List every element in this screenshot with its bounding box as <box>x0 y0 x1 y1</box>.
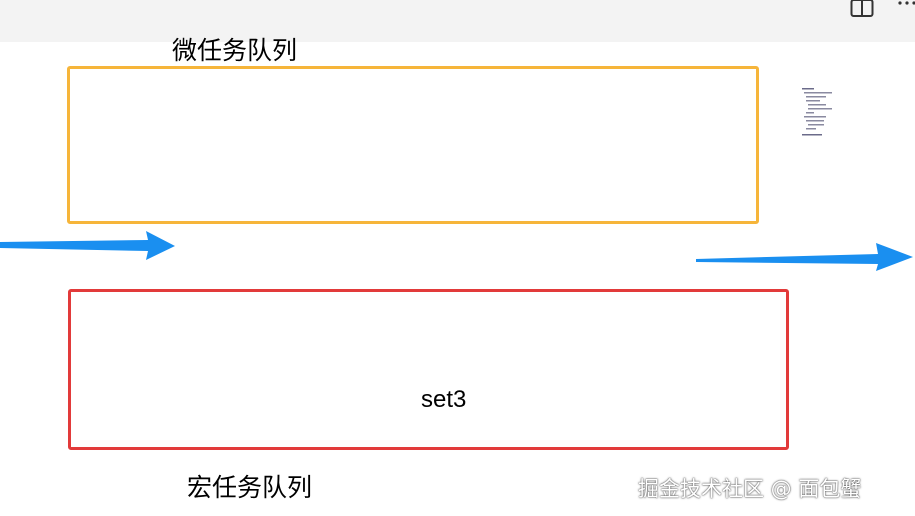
macro-queue-box <box>68 289 789 450</box>
micro-queue-box <box>67 66 759 224</box>
watermark: 掘金技术社区 @ 面包蟹 <box>638 477 862 501</box>
more-options-icon[interactable] <box>895 0 915 10</box>
arrow-shape <box>696 243 913 271</box>
macro-queue-title: 宏任务队列 <box>187 473 313 502</box>
arrow-shape <box>0 231 175 260</box>
micro-queue-title: 微任务队列 <box>172 36 298 65</box>
arrow-out-of-queue <box>696 243 913 271</box>
code-thumbnail-icon <box>802 88 832 136</box>
split-view-icon[interactable] <box>850 0 874 18</box>
macro-task-item: set3 <box>421 386 467 413</box>
arrow-into-micro-queue <box>0 231 175 260</box>
window-toolbar <box>0 0 915 42</box>
